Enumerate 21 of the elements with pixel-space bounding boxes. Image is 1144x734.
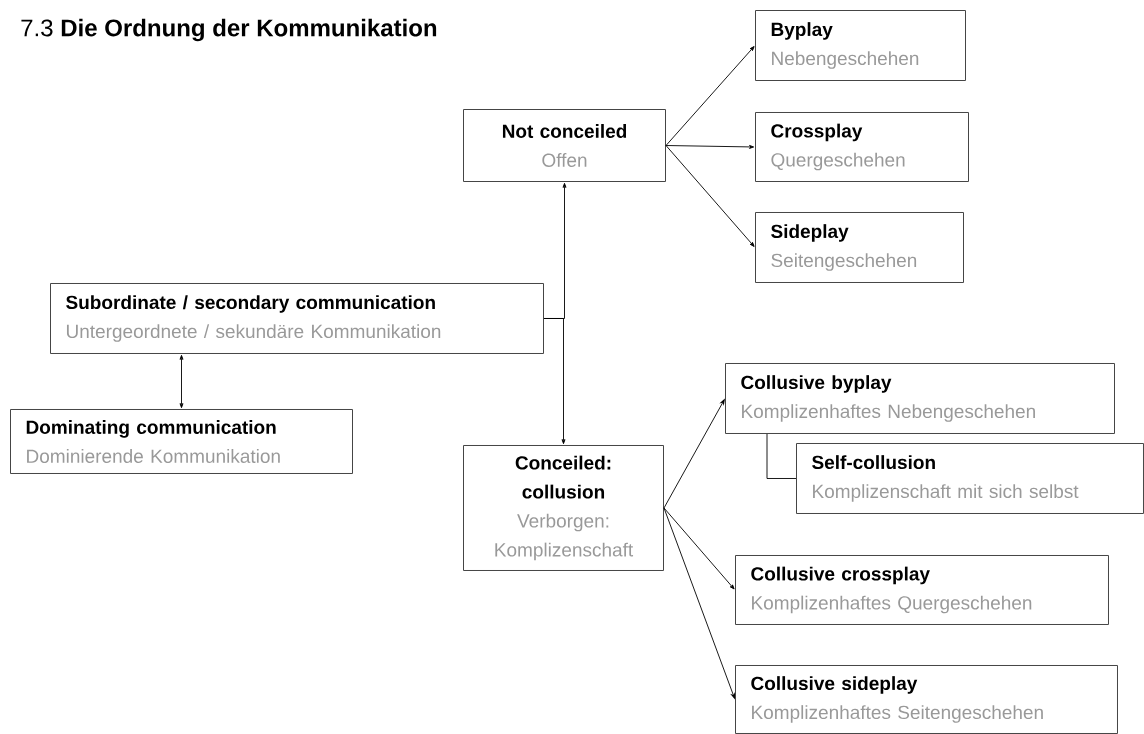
process-box: Dominating communication Dominierende Kommunikation: [10, 409, 353, 474]
arrow: [665, 145, 755, 247]
process-box: Sideplay Seitengeschehen: [755, 212, 964, 283]
process-box: Collusive crossplay Komplizenhaftes Quergeschehen: [735, 555, 1109, 625]
process-box: Subordinate / secondary communication Untergeordnete / sekundäre Kommunikation: [50, 283, 544, 354]
connector-line: [766, 433, 797, 479]
process-box: Not conceiled Offen: [463, 109, 666, 182]
process-box: Byplay Nebengeschehen: [755, 10, 966, 81]
process-box: Collusive sideplay Komplizenhaftes Seitengeschehen: [735, 665, 1118, 734]
arrow: [663, 507, 735, 699]
arrow: [663, 507, 735, 590]
arrow: [663, 399, 725, 509]
process-box: Self-collusion Komplizenschaft mit sich selbst: [796, 443, 1144, 514]
arrow: [665, 46, 755, 146]
process-box: Conceiled: collusion Verborgen: Komplizenschaft: [463, 445, 664, 571]
arrow: [179, 354, 184, 409]
title: 7.3 Die Ordnung der Kommunikation: [21, 18, 437, 42]
arrow: [665, 144, 755, 149]
process-box: Collusive byplay Komplizenhaftes Nebengeschehen: [725, 363, 1115, 434]
arrow: [543, 318, 566, 445]
process-box: Crossplay Quergeschehen: [755, 112, 969, 182]
